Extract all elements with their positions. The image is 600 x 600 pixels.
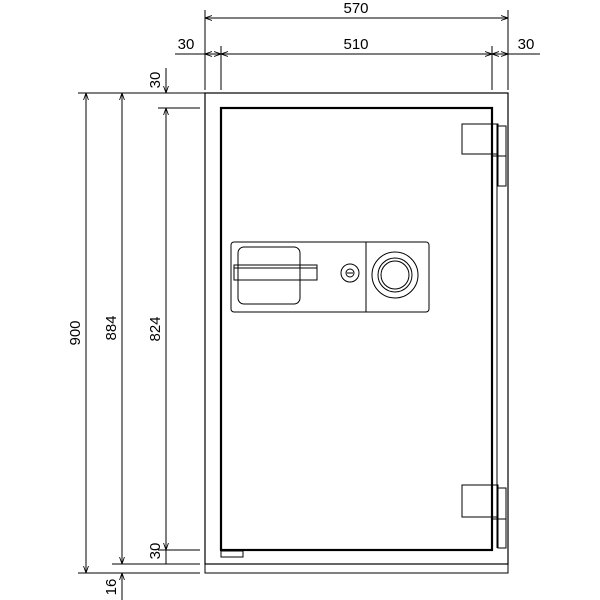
hinge-icon xyxy=(461,123,507,187)
dim-door-height: 824 xyxy=(147,316,164,341)
overall-width-dimension: 570 xyxy=(204,0,509,90)
top-offset-dimension: 30 xyxy=(147,68,166,93)
door-width-dimension: 510 xyxy=(220,36,493,90)
hinge-icon xyxy=(461,484,507,549)
combination-dial-icon[interactable] xyxy=(371,251,419,299)
overall-height-dimension: 900 xyxy=(67,93,86,573)
dim-right-side: 30 xyxy=(518,36,535,53)
key-lock-icon[interactable] xyxy=(340,263,360,283)
door-height-dimension: 824 xyxy=(147,108,166,550)
control-panel xyxy=(230,241,430,313)
dim-left-side: 30 xyxy=(178,36,195,53)
right-side-dimension: 30 xyxy=(492,36,540,54)
door-handle-icon[interactable] xyxy=(233,264,318,281)
body-height-dimension: 884 xyxy=(103,93,122,564)
dim-overall-width: 570 xyxy=(343,0,368,17)
base-height-dimension: 16 xyxy=(103,573,122,600)
dim-top-offset: 30 xyxy=(147,72,164,89)
dim-overall-height: 900 xyxy=(67,320,84,345)
safe-door xyxy=(219,106,494,552)
name-plate xyxy=(220,550,244,558)
bottom-offset-dimension: 30 xyxy=(147,543,167,564)
dim-door-width: 510 xyxy=(343,36,368,53)
dim-base-height: 16 xyxy=(103,579,120,596)
dim-bottom-offset: 30 xyxy=(147,543,164,560)
left-side-dimension: 30 xyxy=(175,36,221,54)
dim-body-height: 884 xyxy=(103,315,120,340)
